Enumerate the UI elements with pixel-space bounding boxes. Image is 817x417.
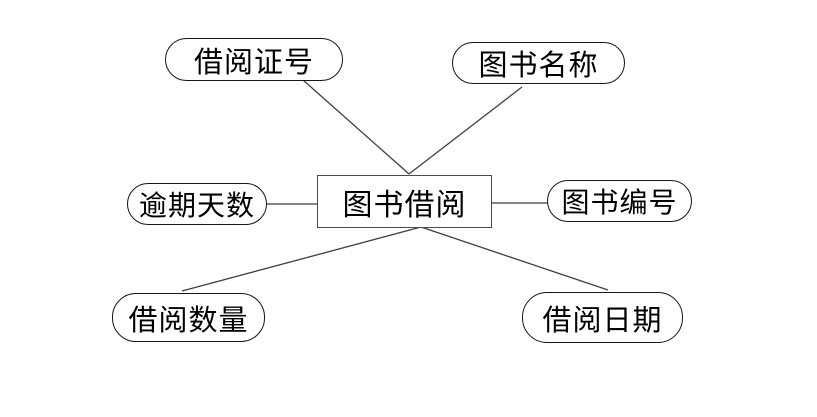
edge-center-to-borrow-date bbox=[420, 226, 609, 291]
attribute-book-number: 图书编号 bbox=[547, 180, 692, 222]
edge-center-to-card-number bbox=[302, 79, 410, 175]
entity-book-borrowing: 图书借阅 bbox=[317, 175, 492, 228]
attribute-borrow-quantity: 借阅数量 bbox=[112, 293, 265, 342]
edge-center-to-book-name bbox=[408, 86, 523, 175]
attribute-borrow-date: 借阅日期 bbox=[522, 292, 683, 343]
attribute-book-name: 图书名称 bbox=[452, 42, 625, 84]
attribute-overdue-days: 逾期天数 bbox=[127, 183, 267, 225]
edge-center-to-borrow-qty bbox=[181, 226, 422, 292]
attribute-card-number: 借阅证号 bbox=[165, 38, 343, 81]
